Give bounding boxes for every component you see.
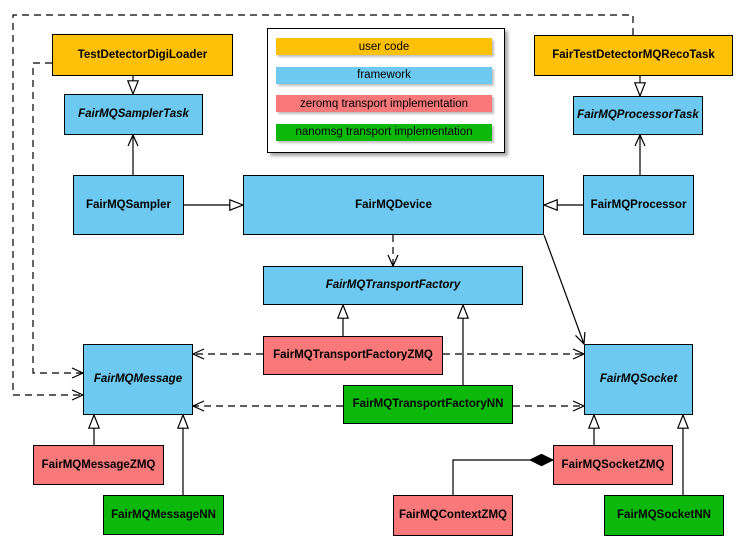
edge-FairMQContextZMQ-to-FairMQSocketZMQ xyxy=(452,460,553,495)
edge-FairTestDetectorMQRecoTask-to-FairMQMessage xyxy=(12,14,634,395)
node-FairMQMessageNN: FairMQMessageNN xyxy=(103,495,224,535)
node-FairMQSocketZMQ: FairMQSocketZMQ xyxy=(553,445,673,485)
legend-item-framework: framework xyxy=(276,66,492,84)
node-FairMQSampler: FairMQSampler xyxy=(73,175,184,235)
legend-item-nanomsg: nanomsg transport implementation xyxy=(276,123,492,141)
node-FairMQDevice: FairMQDevice xyxy=(243,175,544,235)
node-FairMQSocket: FairMQSocket xyxy=(584,344,693,415)
node-FairTestDetectorMQRecoTask: FairTestDetectorMQRecoTask xyxy=(534,35,733,76)
edge-FairMQDevice-to-FairMQSocket xyxy=(543,234,584,344)
node-FairMQProcessorTask: FairMQProcessorTask xyxy=(573,96,703,135)
node-FairMQTransportFactoryZMQ: FairMQTransportFactoryZMQ xyxy=(263,336,443,375)
legend: user code framework zeromq transport imple… xyxy=(267,28,505,153)
node-FairMQContextZMQ: FairMQContextZMQ xyxy=(393,495,513,536)
node-FairMQSamplerTask: FairMQSamplerTask xyxy=(64,94,203,135)
node-FairMQTransportFactory: FairMQTransportFactory xyxy=(263,266,523,305)
node-FairMQProcessor: FairMQProcessor xyxy=(583,175,694,235)
legend-item-zeromq: zeromq transport implementation xyxy=(276,95,492,113)
node-FairMQTransportFactoryNN: FairMQTransportFactoryNN xyxy=(343,385,513,424)
node-FairMQMessage: FairMQMessage xyxy=(83,344,193,415)
node-FairMQSocketNN: FairMQSocketNN xyxy=(604,495,724,536)
node-TestDetectorDigiLoader: TestDetectorDigiLoader xyxy=(52,34,233,76)
legend-item-user_code: user code xyxy=(276,38,492,55)
edge-TestDetectorDigiLoader-to-FairMQMessage xyxy=(32,62,83,373)
node-FairMQMessageZMQ: FairMQMessageZMQ xyxy=(33,445,164,485)
